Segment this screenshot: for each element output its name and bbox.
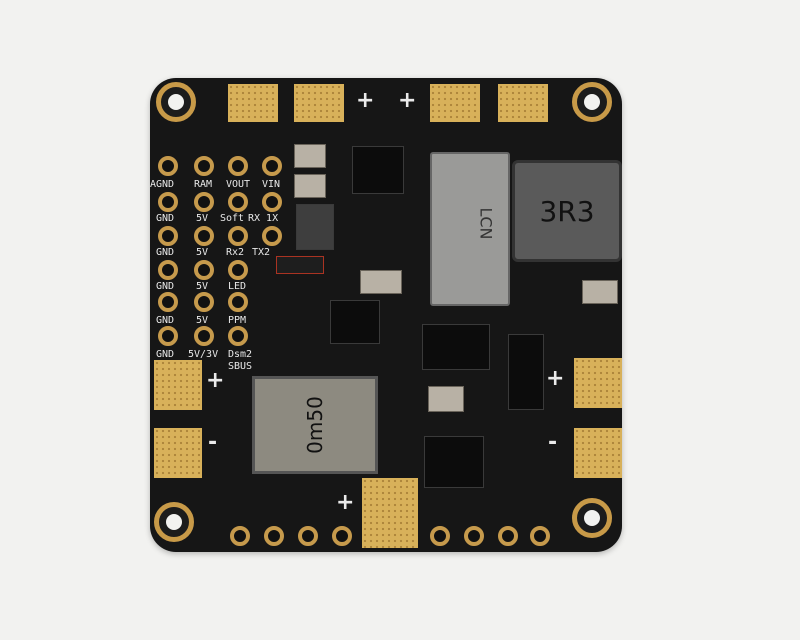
- top-pad-1: [228, 84, 278, 122]
- via: [228, 326, 248, 346]
- silk-col1-5: GND: [156, 349, 175, 360]
- current-shunt: 0m50: [252, 376, 378, 474]
- via: [262, 156, 282, 176]
- ic-center: [330, 300, 380, 344]
- right-plus-sign: +: [546, 366, 565, 391]
- via: [298, 526, 318, 546]
- mounting-hole-top-left: [156, 82, 196, 122]
- silk-col4-2: TX2: [252, 247, 271, 258]
- silk-col1-1: GND: [156, 213, 175, 224]
- via: [332, 526, 352, 546]
- via: [230, 526, 250, 546]
- via: [194, 226, 214, 246]
- capacitor: [294, 174, 326, 198]
- right-minus-sign: -: [548, 430, 558, 455]
- top-pad-3: [430, 84, 480, 122]
- silk-col3-1: Soft: [220, 213, 245, 224]
- via: [194, 326, 214, 346]
- left-minus-sign: -: [208, 430, 218, 455]
- bottom-pad-center: [362, 478, 418, 548]
- silk-col3-2: Rx2: [226, 247, 245, 258]
- silk-col4-1: RX 1X: [248, 213, 279, 224]
- left-pad-plus: [154, 360, 202, 410]
- mounting-hole-bottom-left: [154, 502, 194, 542]
- top-plus-1: +: [356, 88, 375, 113]
- silk-col2-3: 5V: [196, 281, 209, 292]
- bottom-plus-sign: +: [336, 490, 355, 515]
- silk-col2-0: RAM: [194, 179, 213, 190]
- via: [194, 192, 214, 212]
- via: [194, 260, 214, 280]
- capacitor: [582, 280, 618, 304]
- silk-col1-3: GND: [156, 281, 175, 292]
- capacitor: [294, 144, 326, 168]
- via: [228, 292, 248, 312]
- via: [262, 192, 282, 212]
- right-pad-minus: [574, 428, 622, 478]
- via: [464, 526, 484, 546]
- capacitor: [428, 386, 464, 412]
- silk-col3-5: Dsm2: [228, 349, 253, 360]
- ic-right: [422, 324, 490, 370]
- via: [430, 526, 450, 546]
- mounting-hole-bottom-right: [572, 498, 612, 538]
- via: [228, 156, 248, 176]
- diode: [276, 256, 324, 274]
- silk-col2-2: 5V: [196, 247, 209, 258]
- silk-col1-4: GND: [156, 315, 175, 326]
- via: [158, 226, 178, 246]
- silk-col1-2: GND: [156, 247, 175, 258]
- via: [498, 526, 518, 546]
- via: [158, 192, 178, 212]
- silk-col3-0: VOUT: [226, 179, 251, 190]
- via: [228, 260, 248, 280]
- power-inductor: 3R3: [512, 160, 622, 262]
- silk-col4-0: VIN: [262, 179, 281, 190]
- right-pad-plus: [574, 358, 622, 408]
- shunt-marking: 0m50: [303, 396, 327, 454]
- via: [264, 526, 284, 546]
- via: [194, 292, 214, 312]
- capacitor: [360, 270, 402, 294]
- via: [262, 226, 282, 246]
- silk-sbus: SBUS: [228, 361, 253, 372]
- left-plus-sign: +: [206, 368, 225, 393]
- mosfet: [508, 334, 544, 410]
- silk-col2-1: 5V: [196, 213, 209, 224]
- via: [158, 156, 178, 176]
- micro-sd-slot: LCN: [430, 152, 510, 306]
- regulator-ic: [352, 146, 404, 194]
- via: [228, 226, 248, 246]
- ic-bottom: [424, 436, 484, 488]
- via: [158, 326, 178, 346]
- via: [530, 526, 550, 546]
- silk-col2-5: 5V/3V: [188, 349, 219, 360]
- via: [158, 260, 178, 280]
- silk-col2-4: 5V: [196, 315, 209, 326]
- via: [228, 192, 248, 212]
- left-pad-minus: [154, 428, 202, 478]
- silk-col3-3: LED: [228, 281, 247, 292]
- top-pad-2: [294, 84, 344, 122]
- inductor-marking: 3R3: [539, 194, 595, 228]
- via: [158, 292, 178, 312]
- top-plus-2: +: [398, 88, 417, 113]
- top-pad-4: [498, 84, 548, 122]
- card-marking: LCN: [476, 207, 496, 240]
- mounting-hole-top-right: [572, 82, 612, 122]
- inductor-small: [296, 204, 334, 250]
- silk-col3-4: PPM: [228, 315, 247, 326]
- via: [194, 156, 214, 176]
- silk-col1-0: AGND: [150, 179, 175, 190]
